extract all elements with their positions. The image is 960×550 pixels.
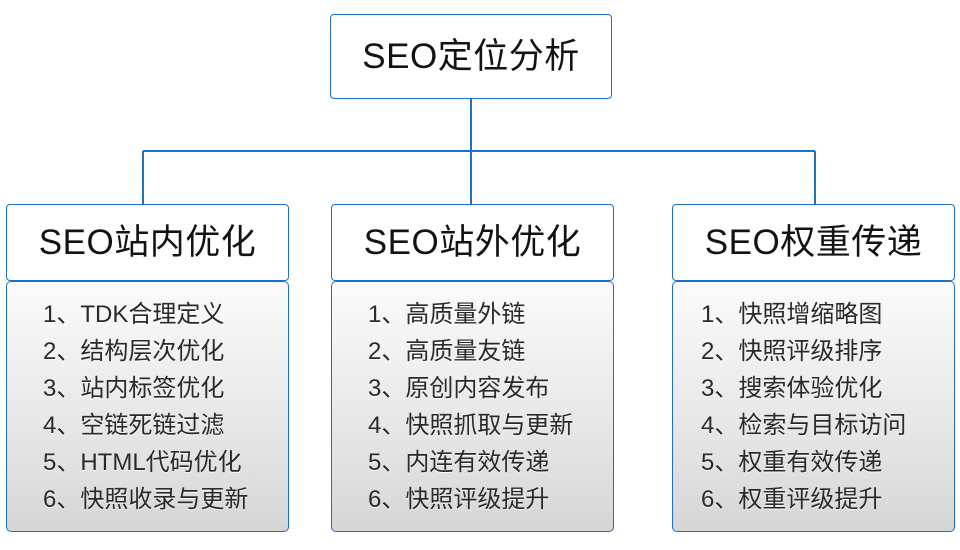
branch-title-2: SEO站外优化: [363, 223, 582, 262]
list-item: 2、快照评级排序: [701, 338, 883, 365]
branch-header-2[interactable]: SEO站外优化: [331, 204, 614, 281]
branch-item-list-1: 1、TDK合理定义 2、结构层次优化 3、站内标签优化 4、空链死链过滤 5、H…: [7, 296, 288, 518]
branch-body-3: 1、快照增缩略图 2、快照评级排序 3、搜索体验优化 4、检索与目标访问 5、权…: [672, 281, 955, 532]
list-item: 1、快照增缩略图: [701, 301, 883, 328]
list-item: 3、原创内容发布: [368, 375, 550, 402]
list-item: 4、快照抓取与更新: [368, 412, 574, 439]
branch-header-1[interactable]: SEO站内优化: [6, 204, 289, 281]
root-node-title: SEO定位分析: [362, 37, 580, 76]
list-item: 5、内连有效传递: [368, 449, 550, 476]
list-item: 3、搜索体验优化: [701, 375, 883, 402]
branch-item-list-2: 1、高质量外链 2、高质量友链 3、原创内容发布 4、快照抓取与更新 5、内连有…: [332, 296, 613, 518]
list-item: 2、高质量友链: [368, 338, 526, 365]
list-item: 2、结构层次优化: [43, 338, 225, 365]
list-item: 6、权重评级提升: [701, 486, 883, 513]
list-item: 3、站内标签优化: [43, 375, 225, 402]
branch-title-3: SEO权重传递: [704, 223, 923, 262]
list-item: 5、权重有效传递: [701, 449, 883, 476]
list-item: 6、快照评级提升: [368, 486, 550, 513]
branch-body-1: 1、TDK合理定义 2、结构层次优化 3、站内标签优化 4、空链死链过滤 5、H…: [6, 281, 289, 532]
branch-column-3: SEO权重传递 1、快照增缩略图 2、快照评级排序 3、搜索体验优化 4、检索与…: [672, 204, 955, 532]
list-item: 5、HTML代码优化: [43, 449, 242, 476]
branch-body-2: 1、高质量外链 2、高质量友链 3、原创内容发布 4、快照抓取与更新 5、内连有…: [331, 281, 614, 532]
list-item: 6、快照收录与更新: [43, 486, 249, 513]
root-node[interactable]: SEO定位分析: [330, 14, 612, 99]
list-item: 4、检索与目标访问: [701, 412, 907, 439]
list-item: 4、空链死链过滤: [43, 412, 225, 439]
branch-column-1: SEO站内优化 1、TDK合理定义 2、结构层次优化 3、站内标签优化 4、空链…: [6, 204, 289, 532]
list-item: 1、TDK合理定义: [43, 301, 225, 328]
branch-title-1: SEO站内优化: [38, 223, 257, 262]
branch-header-3[interactable]: SEO权重传递: [672, 204, 955, 281]
branch-column-2: SEO站外优化 1、高质量外链 2、高质量友链 3、原创内容发布 4、快照抓取与…: [331, 204, 614, 532]
list-item: 1、高质量外链: [368, 301, 526, 328]
branch-item-list-3: 1、快照增缩略图 2、快照评级排序 3、搜索体验优化 4、检索与目标访问 5、权…: [673, 296, 954, 518]
